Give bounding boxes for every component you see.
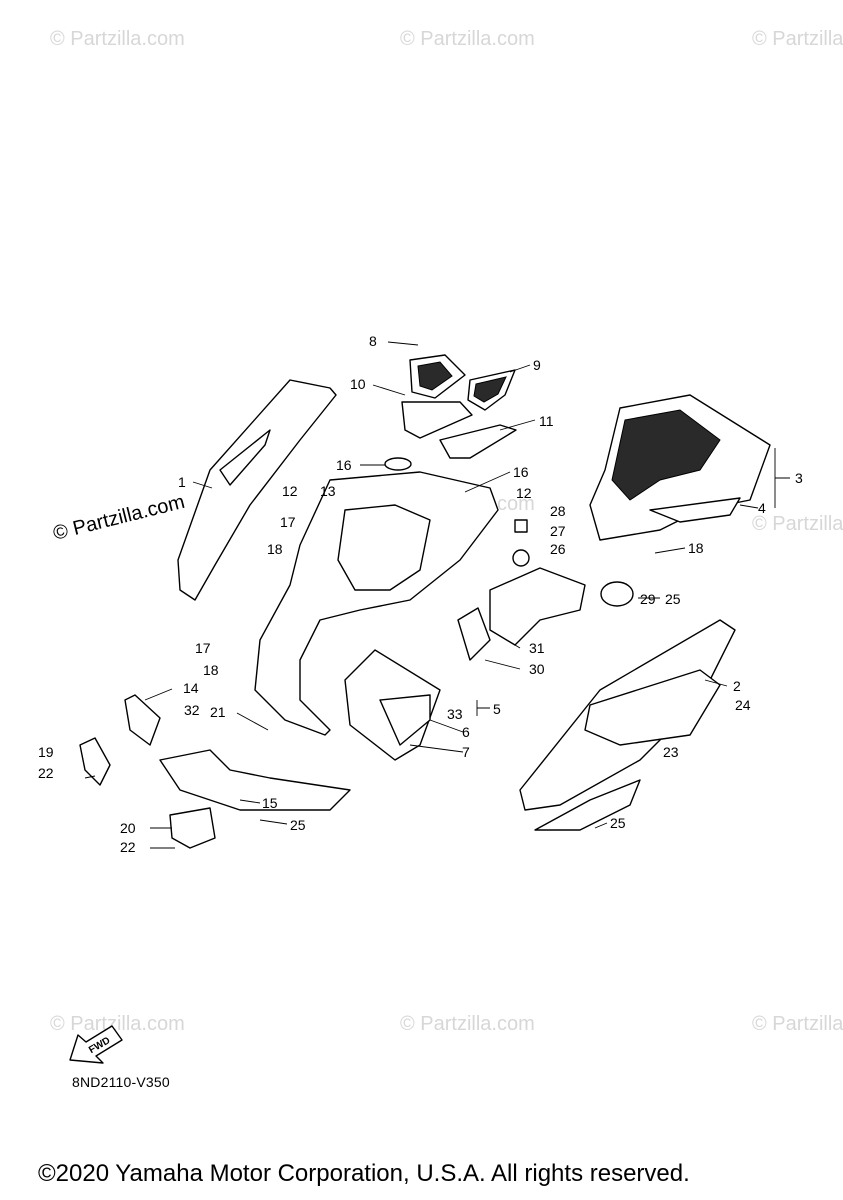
callout-16: 16 xyxy=(336,457,352,473)
callout-17: 17 xyxy=(280,514,296,530)
callout-9: 9 xyxy=(533,357,541,373)
part-16-grommet xyxy=(384,457,412,471)
callout-18: 18 xyxy=(267,541,283,557)
callout-14: 14 xyxy=(183,680,199,696)
callout-27: 27 xyxy=(550,523,566,539)
part-1-side-cover xyxy=(177,379,337,601)
part-31-intake-duct xyxy=(489,567,586,646)
part-10-duct xyxy=(401,401,473,439)
callout-29: 29 xyxy=(640,591,656,607)
callout-11: 11 xyxy=(539,413,554,429)
main-body-cover xyxy=(254,471,499,736)
watermark-prominent: © Partzilla.com xyxy=(51,491,187,545)
callout-25: 25 xyxy=(290,817,306,833)
part-20-grille xyxy=(169,807,216,849)
callout-labels: 8 9 10 11 16 16 1 12 13 12 3 4 17 28 27 … xyxy=(38,333,803,855)
copyright-text: ©2020 Yamaha Motor Corporation, U.S.A. A… xyxy=(38,1160,690,1187)
callout-3: 3 xyxy=(795,470,803,486)
watermark: © Partzilla.com xyxy=(50,1013,185,1035)
callout-21: 21 xyxy=(210,704,226,720)
callout-16: 16 xyxy=(513,464,529,480)
part-29-ring xyxy=(600,581,634,607)
watermark: © Partzilla.com xyxy=(752,1013,843,1035)
main-body-cover-inner xyxy=(337,504,431,591)
callout-31: 31 xyxy=(529,640,545,656)
callout-18: 18 xyxy=(688,540,704,556)
callout-23: 23 xyxy=(663,744,679,760)
callout-2: 2 xyxy=(733,678,741,694)
callout-8: 8 xyxy=(369,333,377,349)
part-11-duct xyxy=(439,424,517,459)
watermark: © Partzilla.com xyxy=(752,28,843,50)
part-8-vent-inner xyxy=(417,361,453,391)
callout-33: 33 xyxy=(447,706,463,722)
callout-7: 7 xyxy=(462,744,470,760)
part-26-washer xyxy=(512,549,530,567)
callout-12: 12 xyxy=(516,485,532,501)
part-23-lower-piece xyxy=(534,779,641,831)
callout-6: 6 xyxy=(462,724,470,740)
callout-20: 20 xyxy=(120,820,136,836)
part-14-bracket xyxy=(124,694,161,746)
callout-19: 19 xyxy=(38,744,54,760)
part-28-clip xyxy=(514,519,528,533)
callout-13: 13 xyxy=(320,483,336,499)
callout-22: 22 xyxy=(38,765,54,781)
callout-4: 4 xyxy=(758,500,766,516)
watermark: © Partzilla.com xyxy=(50,28,185,50)
callout-15: 15 xyxy=(262,795,278,811)
callout-10: 10 xyxy=(350,376,366,392)
part-2-panel xyxy=(584,669,721,746)
part-19-grille xyxy=(79,737,111,786)
callout-24: 24 xyxy=(735,697,751,713)
callout-30: 30 xyxy=(529,661,545,677)
callout-18: 18 xyxy=(203,662,219,678)
part-9-vent-inner xyxy=(473,376,507,403)
callout-26: 26 xyxy=(550,541,566,557)
callout-1: 1 xyxy=(178,474,186,490)
watermark: © Partzilla.com xyxy=(400,1013,535,1035)
callout-12: 12 xyxy=(282,483,298,499)
callout-5: 5 xyxy=(493,701,501,717)
diagram-code: 8ND2110-V350 xyxy=(72,1074,170,1090)
callout-25: 25 xyxy=(665,591,681,607)
callout-22: 22 xyxy=(120,839,136,855)
callout-17: 17 xyxy=(195,640,211,656)
part-4-tray-lid xyxy=(649,497,741,523)
part-30-seal-frame xyxy=(457,607,491,661)
part-1-side-cover-edge xyxy=(219,429,271,486)
part-3-storage-tray-pattern xyxy=(611,409,721,501)
callout-25: 25 xyxy=(610,815,626,831)
watermark: © Partzilla.com xyxy=(400,28,535,50)
part-15-lower-cover xyxy=(159,749,351,811)
watermark: © Partzilla.com xyxy=(752,513,843,535)
callout-32: 32 xyxy=(184,702,200,718)
leader-lines xyxy=(84,341,790,849)
callout-28: 28 xyxy=(550,503,566,519)
